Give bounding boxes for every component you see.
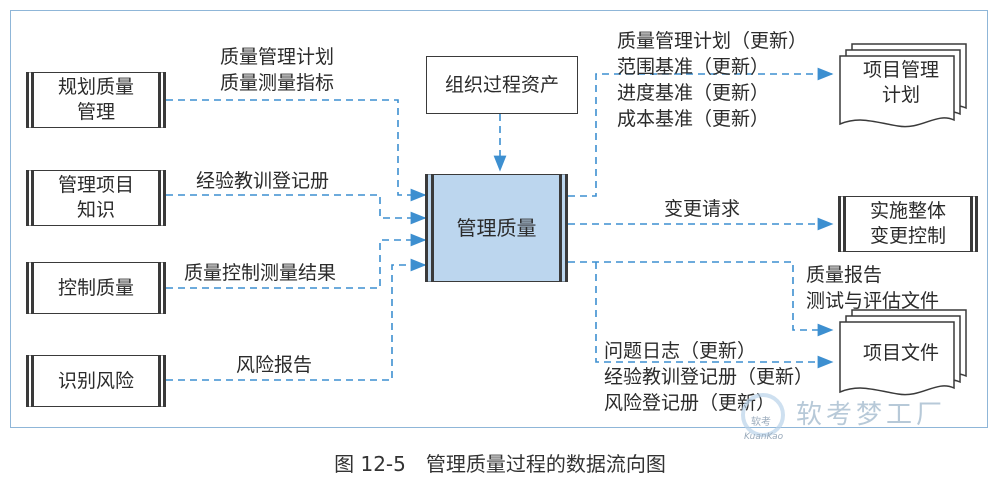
output-pm-plan: 项目管理 计划: [862, 59, 939, 106]
source-manage-knowledge: 管理项目 知识: [26, 170, 166, 226]
doc-stack-project-docs: [839, 309, 967, 396]
watermark-sub: KuanKao: [744, 432, 784, 442]
label-pm-plan: 质量管理计划（更新） 范围基准（更新） 进度基准（更新） 成本基准（更新）: [617, 30, 808, 130]
figure-caption: 图 12-5 管理质量过程的数据流向图: [334, 452, 666, 476]
label-plan-quality: 质量管理计划 质量测量指标: [220, 46, 335, 94]
source-plan-quality: 规划质量 管理: [26, 72, 166, 128]
watermark-brand: 软考梦工厂: [796, 400, 947, 430]
source-control-quality: 控制质量: [26, 262, 166, 314]
label-docs-b: 问题日志（更新） 经验教训登记册（更新） 风险登记册（更新）: [604, 340, 814, 414]
arrow-plan-quality: [166, 99, 427, 202]
diagram-frame: [10, 10, 988, 428]
label-control-quality: 质量控制测量结果: [184, 262, 337, 284]
input-opa: 组织过程资产: [426, 56, 578, 114]
label-risk: 风险报告: [236, 354, 313, 376]
watermark-logo-icon: [741, 393, 785, 437]
doc-stack-pm-plan: [839, 43, 967, 128]
output-project-docs: 项目文件: [862, 342, 939, 364]
watermark-logo: [738, 390, 788, 440]
central-manage-quality: 管理质量: [425, 174, 568, 282]
output-change-control: 实施整体 变更控制: [838, 196, 978, 252]
source-identify-risk: 识别风险: [26, 355, 166, 407]
arrow-pm-plan: [568, 67, 834, 197]
label-change-request: 变更请求: [664, 198, 741, 220]
label-knowledge: 经验教训登记册: [196, 170, 330, 192]
label-docs-a: 质量报告 测试与评估文件: [806, 264, 940, 312]
arrow-docs-b: [595, 262, 834, 369]
arrow-docs-a: [568, 261, 834, 337]
arrow-knowledge: [166, 194, 427, 225]
arrow-risk: [166, 258, 427, 381]
watermark-small: 软考: [751, 417, 771, 428]
